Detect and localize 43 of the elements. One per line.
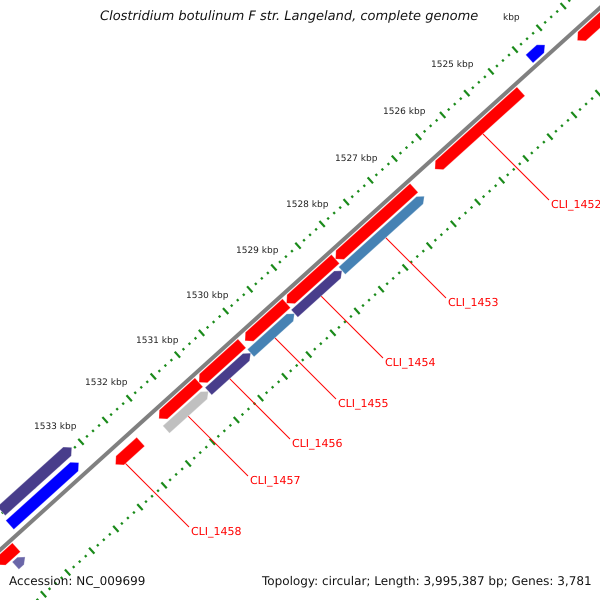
- scale-label: 1525 kbp: [431, 61, 474, 70]
- scale-label: kbp: [503, 14, 520, 23]
- scale-label: 1533 kbp: [34, 423, 76, 432]
- leader-line: [320, 296, 384, 358]
- gene-block: [198, 338, 247, 384]
- genome-stats-text: Topology: circular; Length: 3,995,387 bp; Genes: 3,781: [262, 575, 592, 587]
- gene-block: [290, 270, 342, 318]
- gene-label: CLI_1458: [191, 526, 242, 537]
- leader-line: [482, 134, 550, 200]
- scale-label: 1528 kbp: [286, 201, 328, 210]
- gene-block: [12, 556, 26, 570]
- gene-block: [0, 446, 72, 516]
- scale-label: 1531 kbp: [136, 337, 178, 346]
- gene-block: [338, 196, 425, 275]
- gene-label: CLI_1454: [385, 357, 436, 368]
- gene-block: [5, 462, 80, 530]
- gene-block: [525, 44, 546, 64]
- gene-block: [158, 377, 204, 420]
- scale-label: 1527 kbp: [335, 155, 378, 164]
- gene-label: CLI_1457: [250, 475, 301, 486]
- scale-label: 1532 kbp: [85, 379, 128, 388]
- gene-label: CLI_1453: [448, 297, 499, 308]
- scale-label: 1530 kbp: [186, 292, 228, 301]
- leader-line: [125, 463, 190, 528]
- leader-line: [188, 416, 248, 476]
- leader-line: [274, 338, 336, 400]
- scale-label: 1526 kbp: [383, 108, 426, 117]
- gene-label: CLI_1456: [292, 438, 343, 449]
- leader-line: [385, 237, 446, 298]
- gene-block: [204, 352, 252, 396]
- gene-block: [246, 313, 295, 358]
- gene-block: [0, 542, 21, 566]
- accession-text: Accession: NC_009699: [9, 575, 146, 587]
- gene-block: [286, 254, 340, 304]
- gene-block: [434, 86, 526, 170]
- gene-label: CLI_1455: [338, 398, 389, 409]
- leader-line: [229, 378, 290, 440]
- gene-block: [115, 436, 146, 466]
- gene-block: [335, 182, 419, 260]
- scale-label: 1529 kbp: [236, 247, 278, 256]
- gene-block: [244, 298, 292, 342]
- diagram-title: Clostridium botulinum F str. Langeland, complete genome: [100, 10, 478, 23]
- gene-block: [162, 390, 209, 434]
